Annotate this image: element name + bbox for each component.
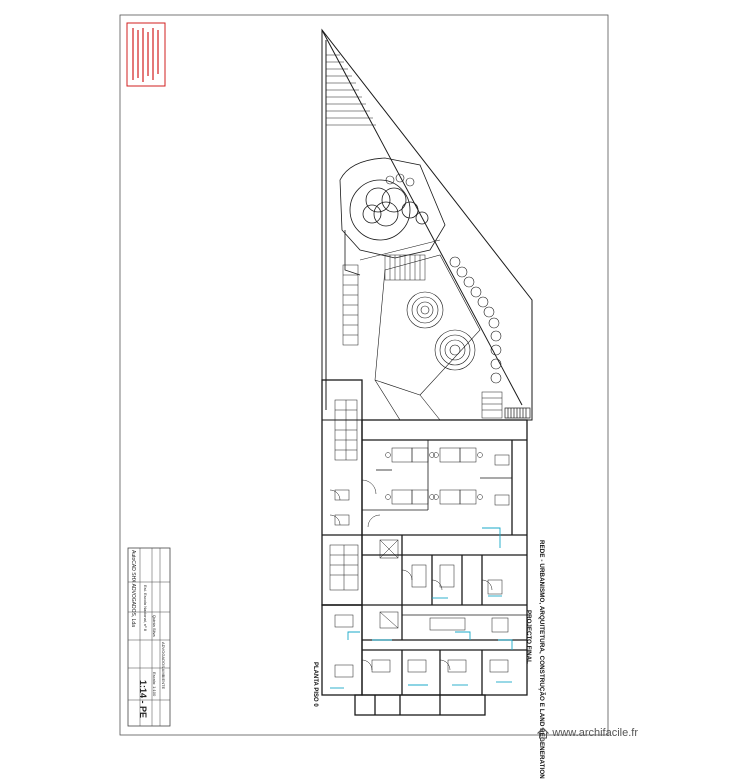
title-block-grid bbox=[128, 548, 170, 726]
scale-label: 1:14 - PE bbox=[138, 680, 148, 719]
cyan-partitions bbox=[330, 527, 513, 689]
tree-row bbox=[385, 173, 502, 384]
drawing-title: REDE - URBANISMO, ARQUITETURA, CONSTRUÇÃ… bbox=[538, 540, 545, 779]
house-logo-icon bbox=[537, 727, 550, 739]
amphitheater bbox=[359, 239, 481, 421]
office-furniture bbox=[334, 447, 510, 678]
site-outline bbox=[321, 28, 533, 421]
building-walls bbox=[321, 379, 528, 716]
plan-label: PLANTA PISO 0 bbox=[312, 662, 318, 707]
garden-feature bbox=[339, 157, 446, 276]
title-block-line: Est. Escola Nacional, nº 8 bbox=[143, 585, 148, 631]
drawing-subtitle: PROJECTO FINAL bbox=[525, 610, 532, 664]
title-block-line: AutoCAD SHX ADVOGADOS, Lda bbox=[130, 550, 136, 627]
stair-core bbox=[329, 399, 399, 629]
outdoor-stairs bbox=[342, 254, 503, 419]
red-stamp bbox=[126, 22, 166, 87]
title-block-line: ADVOGADOS AMBIENTE bbox=[161, 642, 166, 690]
drawing-sheet: REDE - URBANISMO, ARQUITETURA, CONSTRUÇÃ… bbox=[119, 14, 638, 779]
sheet-frame bbox=[119, 14, 609, 736]
title-block-line: Escala: 1:100 bbox=[152, 672, 157, 697]
title-block-line: Quinta Silva bbox=[152, 615, 157, 637]
red-stamp-text bbox=[132, 28, 159, 82]
title-block bbox=[127, 547, 171, 727]
floor-plan bbox=[119, 14, 609, 736]
interior-partitions bbox=[362, 440, 527, 616]
watermark[interactable]: www.archifacile.fr bbox=[537, 727, 638, 739]
hatched-strip bbox=[504, 407, 531, 419]
ramp-hatching bbox=[326, 54, 376, 126]
watermark-text[interactable]: www.archifacile.fr bbox=[552, 727, 638, 739]
